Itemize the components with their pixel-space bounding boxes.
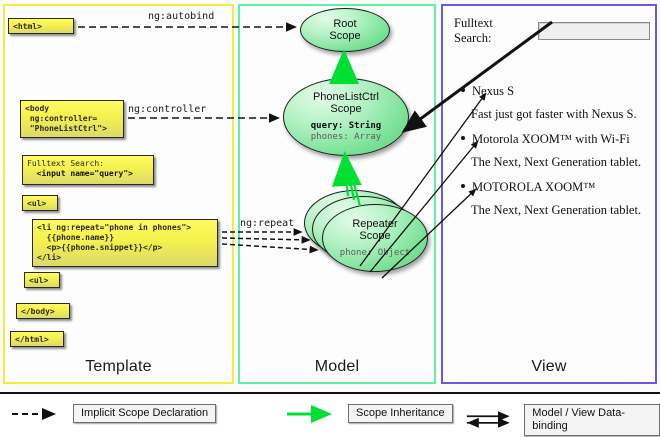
code-box-body-open: <body ng:controller= "PhoneListCtrl"> [20,100,124,138]
view-phone-name-2: MOTOROLA XOOM™ [461,180,648,194]
view-phone-item-1: Motorola XOOM™ with Wi-Fi The Next, Next… [461,132,648,169]
view-phone-item-2: MOTOROLA XOOM™ The Next, Next Generation… [461,180,648,217]
code-box-search: Fulltext Search: <input name="query"> [22,155,154,185]
code-box-search-line2: <input name="query"> [27,169,133,178]
scope-prop-query: query: String [310,121,382,131]
view-phone-snippet-2: The Next, Next Generation tablet. [471,203,642,217]
scope-prop-phones: phones: Array [310,132,382,142]
code-box-html-open: <html> [8,18,74,34]
edge-label-ng-autobind: ng:autobind [148,11,215,22]
code-box-ul-open: <ul> [22,195,58,211]
bullet-icon [461,88,465,92]
legend-item-model-view-data-binding: Model / View Data-binding [465,404,660,436]
panel-template-label: Template [85,358,152,375]
view-phone-item-0: Nexus S Fast just got faster with Nexus … [461,84,648,121]
scope-repeater: Repeater Scope phone: Object [322,204,428,272]
panel-view-label: View [531,358,567,375]
legend-label-implicit-scope-declaration: Implicit Scope Declaration [73,404,217,423]
legend-label-scope-inheritance: Scope Inheritance [348,404,453,423]
view-search-label: Fulltext Search: [454,16,493,45]
scope-root: Root Scope [300,8,390,52]
bullet-icon [461,184,465,188]
legend-item-implicit-scope-declaration: Implicit Scope Declaration [10,404,217,423]
edge-label-ng-controller: ng:controller [128,104,207,115]
double-arrow-icon [466,411,510,428]
dashed-arrow-icon [12,407,56,420]
panel-model-label: Model [314,358,360,375]
view-phone-snippet-1: The Next, Next Generation tablet. [471,155,642,169]
scope-repeater-props: phone: Object [340,248,410,259]
bullet-icon [461,136,465,140]
scope-phonelistctrl: PhoneListCtrl Scope query: String phones… [283,78,409,156]
code-box-body-close: </body> [16,303,70,319]
legend-item-scope-inheritance: Scope Inheritance [285,404,453,423]
code-box-html-close: </html> [10,331,64,347]
scope-repeater-stack: Repeater Scope phone: Object [304,190,428,278]
legend: Implicit Scope Declaration Scope Inherit… [0,392,660,437]
edge-label-ng-repeat: ng:repeat [240,218,295,229]
view-rendered-output: Fulltext Search: Nexus S Fast just got f… [448,10,650,376]
view-search-row: Fulltext Search: [454,16,650,46]
view-phone-name-0: Nexus S [461,84,648,98]
code-box-search-line1: Fulltext Search: [27,159,105,168]
scope-prop-phone: phone: Object [339,247,411,258]
code-box-li-repeat: <li ng:repeat="phone in phones"> {{phone… [32,219,218,267]
green-arrow-icon [287,404,332,423]
legend-label-model-view-data-binding: Model / View Data-binding [524,404,660,436]
view-search-input[interactable] [538,22,650,40]
view-phone-name-1: Motorola XOOM™ with Wi-Fi [461,132,648,146]
scope-repeater-title: Repeater Scope [352,217,398,242]
scope-root-title: Root Scope [329,18,361,42]
panel-template: Template [3,4,234,384]
view-phone-snippet-0: Fast just got faster with Nexus S. [471,107,637,121]
code-box-ul-close: <ul> [24,272,60,288]
scope-phonelistctrl-title: PhoneListCtrl Scope [312,91,380,115]
scope-phonelistctrl-props: query: String phones: Array [311,121,381,143]
